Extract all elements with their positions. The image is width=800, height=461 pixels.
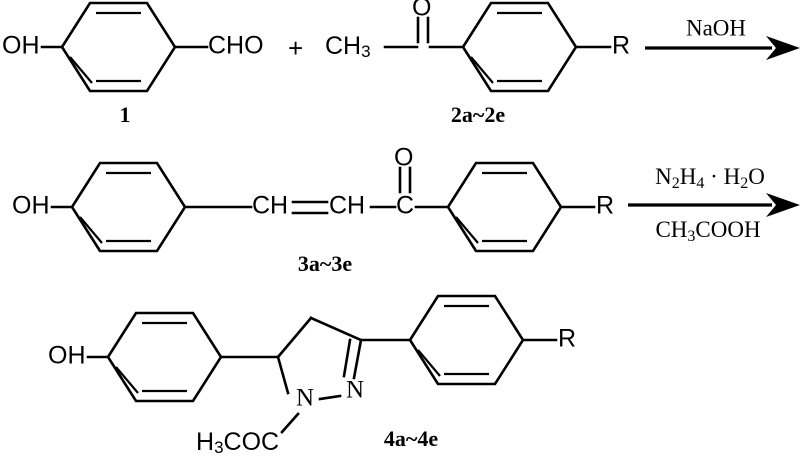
benzene-ring-4-inner-left [455, 216, 479, 244]
bond-n1-to-acetyl [280, 412, 300, 434]
pyrazoline-n2-label: N [346, 377, 364, 404]
bond-n1-c5-pyrazoline [276, 355, 290, 395]
compound-3-number: 3a~3e [298, 251, 352, 276]
reaction-arrow-2: N2H4 · H2O CH3COOH [628, 164, 800, 245]
reaction-arrow-1: NaOH [645, 15, 800, 60]
compound-3-vinyl-left-label: CH [252, 192, 288, 220]
arrow-1-reagent-above: NaOH [686, 15, 746, 40]
compound-1-number: 1 [120, 102, 131, 127]
bond-c4-c3-pyrazoline [309, 316, 363, 342]
benzene-ring-3-inner-left [79, 216, 103, 244]
compound-1-oh-label: OH [2, 32, 40, 60]
compound-4-r-label: R [558, 325, 576, 353]
compound-3-r-label: R [596, 192, 614, 220]
compound-1-cho-label: CHO [208, 32, 264, 60]
compound-3-carbonyl-oxygen: O [394, 144, 413, 172]
bond-n2-n1-pyrazoline [318, 394, 342, 401]
bond-c3-n2-pyrazoline [352, 338, 363, 380]
benzene-ring-5-inner-left [115, 366, 139, 394]
compound-3-oh-label: OH [12, 192, 50, 220]
compound-4-oh-label: OH [48, 342, 86, 370]
pyrazoline-n1-label: N [296, 385, 314, 412]
compound-1-group: OH CHO 1 [2, 1, 264, 127]
compound-4-acetyl-label: H3COC [196, 428, 279, 458]
benzene-ring-1-inner-left [69, 56, 93, 84]
compound-4-group: OH N N H3COC [48, 294, 576, 458]
compound-2-r-label: R [612, 32, 630, 60]
compound-3-group: OH CH CH C O R [12, 144, 614, 276]
benzene-ring-6-inner-left [417, 349, 441, 377]
bond-c3-n2-double-pyrazoline [342, 338, 352, 378]
bond-c5-c4-pyrazoline [276, 316, 313, 359]
compound-3-carbonyl-carbon: C [396, 192, 414, 220]
arrow-2-head [766, 193, 800, 217]
benzene-ring-2-inner-left [470, 56, 494, 84]
compound-2-carbonyl-oxygen: O [412, 0, 431, 22]
compound-3-vinyl-right-label: CH [329, 192, 365, 220]
arrow-1-head [766, 36, 800, 60]
benzene-ring-5 [106, 311, 223, 403]
benzene-ring-3 [70, 161, 187, 253]
benzene-ring-1 [60, 1, 177, 93]
compound-4-number: 4a~4e [384, 426, 438, 451]
benzene-ring-4 [446, 161, 563, 253]
compound-2-number: 2a~2e [451, 102, 505, 127]
compound-2-group: CH3 O R 2a~2e [325, 0, 630, 127]
plus-sign-row1: + [288, 33, 303, 63]
compound-2-methyl-label: CH3 [325, 32, 371, 62]
arrow-2-reagent-below: CH3COOH [655, 217, 760, 244]
benzene-ring-2 [461, 1, 578, 93]
arrow-2-reagent-above: N2H4 · H2O [655, 164, 765, 191]
benzene-ring-6 [408, 294, 525, 386]
